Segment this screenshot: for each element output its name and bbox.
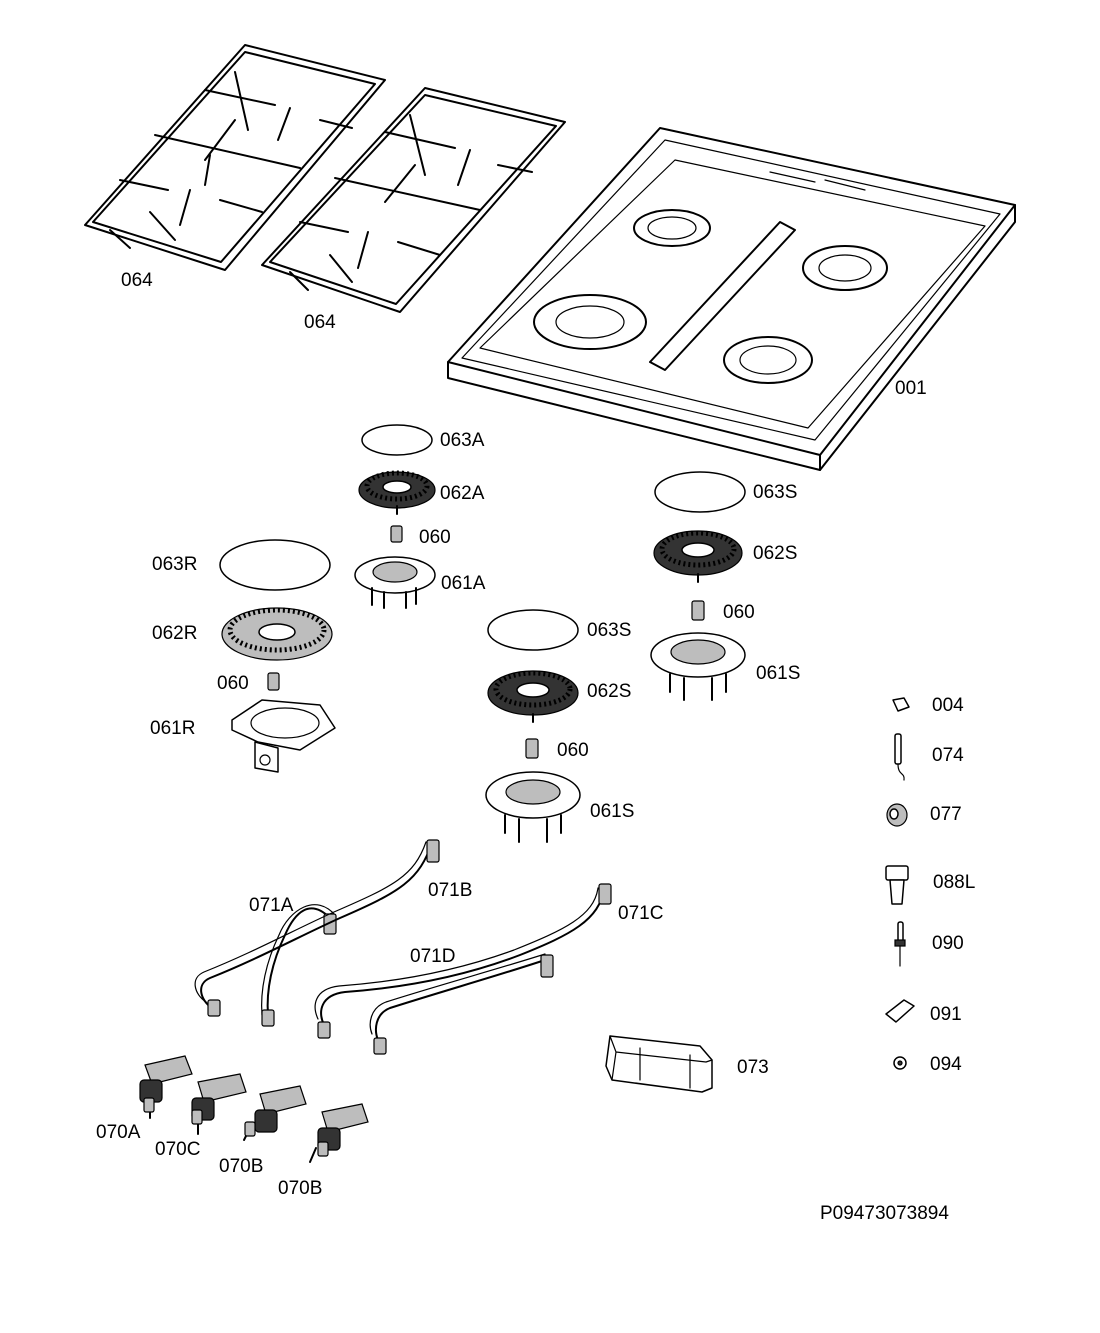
gas-pipe-071b[interactable] bbox=[194, 839, 440, 1017]
cap-semi-rapid-2[interactable] bbox=[487, 609, 579, 651]
label-pipe-071a: 071A bbox=[249, 895, 294, 916]
injector-semi-rapid-2[interactable] bbox=[525, 738, 539, 759]
part-074-thermocouple[interactable] bbox=[894, 733, 905, 781]
burner-base-semi-rapid-1[interactable] bbox=[650, 632, 746, 701]
label-valve-070b-2: 070B bbox=[278, 1178, 322, 1199]
label-cap-semi-2: 063S bbox=[587, 620, 631, 641]
label-base-aux: 061A bbox=[441, 573, 486, 594]
label-part-004: 004 bbox=[932, 695, 964, 716]
label-valve-070b-1: 070B bbox=[219, 1156, 263, 1177]
label-valve-070a: 070A bbox=[96, 1122, 141, 1143]
pan-support-grid-right[interactable] bbox=[261, 87, 566, 313]
burner-base-rapid[interactable] bbox=[231, 699, 336, 773]
part-094-screw[interactable] bbox=[893, 1056, 907, 1070]
gas-pipe-071c[interactable] bbox=[314, 883, 612, 1039]
label-part-094: 094 bbox=[930, 1054, 962, 1075]
label-part-091: 091 bbox=[930, 1004, 962, 1025]
injector-auxiliary[interactable] bbox=[390, 525, 403, 543]
gas-valve-070c[interactable] bbox=[191, 1073, 247, 1135]
label-pipe-071c: 071C bbox=[618, 903, 663, 924]
part-091-bracket[interactable] bbox=[885, 999, 915, 1023]
crown-semi-rapid-1[interactable] bbox=[653, 530, 743, 583]
gas-pipe-071d[interactable] bbox=[369, 953, 554, 1055]
part-088l-hose-connector[interactable] bbox=[885, 865, 909, 905]
label-crown-semi-2: 062S bbox=[587, 681, 631, 702]
label-cap-semi-1: 063S bbox=[753, 482, 797, 503]
label-grid-left: 064 bbox=[121, 270, 153, 291]
label-crown-rapid: 062R bbox=[152, 623, 197, 644]
hob-top-panel[interactable] bbox=[447, 127, 1016, 471]
label-crown-aux: 062A bbox=[440, 483, 485, 504]
label-hob-top: 001 bbox=[895, 378, 927, 399]
cap-semi-rapid-1[interactable] bbox=[654, 471, 746, 513]
label-generator-073: 073 bbox=[737, 1057, 769, 1078]
crown-rapid[interactable] bbox=[221, 607, 333, 661]
gas-valve-070b-1[interactable] bbox=[243, 1085, 307, 1141]
spark-generator-073[interactable] bbox=[605, 1035, 713, 1093]
part-090-ignition-plug[interactable] bbox=[894, 921, 906, 967]
drawing-code: P09473073894 bbox=[820, 1203, 949, 1224]
label-grid-right: 064 bbox=[304, 312, 336, 333]
label-base-semi-2: 061S bbox=[590, 801, 634, 822]
gas-valve-070b-2[interactable] bbox=[309, 1103, 369, 1163]
pan-support-grid-left[interactable] bbox=[84, 44, 386, 271]
label-valve-070c: 070C bbox=[155, 1139, 200, 1160]
label-crown-semi-1: 062S bbox=[753, 543, 797, 564]
label-cap-rapid: 063R bbox=[152, 554, 197, 575]
gas-pipe-071a[interactable] bbox=[261, 904, 337, 1027]
burner-base-semi-rapid-2[interactable] bbox=[485, 771, 581, 843]
label-base-rapid: 061R bbox=[150, 718, 195, 739]
label-injector-semi-1: 060 bbox=[723, 602, 755, 623]
label-part-090: 090 bbox=[932, 933, 964, 954]
label-base-semi-1: 061S bbox=[756, 663, 800, 684]
injector-rapid[interactable] bbox=[267, 672, 280, 691]
crown-semi-rapid-2[interactable] bbox=[487, 670, 579, 723]
part-077-nut[interactable] bbox=[886, 803, 908, 827]
burner-base-auxiliary[interactable] bbox=[354, 556, 436, 609]
crown-auxiliary[interactable] bbox=[358, 470, 436, 515]
injector-semi-rapid-1[interactable] bbox=[691, 600, 705, 621]
label-injector-rapid: 060 bbox=[217, 673, 249, 694]
label-part-074: 074 bbox=[932, 745, 964, 766]
label-pipe-071b: 071B bbox=[428, 880, 472, 901]
part-004-clip[interactable] bbox=[892, 697, 910, 712]
label-pipe-071d: 071D bbox=[410, 946, 455, 967]
label-part-088l: 088L bbox=[933, 872, 975, 893]
cap-rapid[interactable] bbox=[219, 539, 331, 591]
gas-valve-070a[interactable] bbox=[139, 1055, 193, 1119]
label-cap-aux: 063A bbox=[440, 430, 485, 451]
label-injector-aux: 060 bbox=[419, 527, 451, 548]
label-part-077: 077 bbox=[930, 804, 962, 825]
cap-auxiliary[interactable] bbox=[361, 424, 433, 456]
label-injector-semi-2: 060 bbox=[557, 740, 589, 761]
